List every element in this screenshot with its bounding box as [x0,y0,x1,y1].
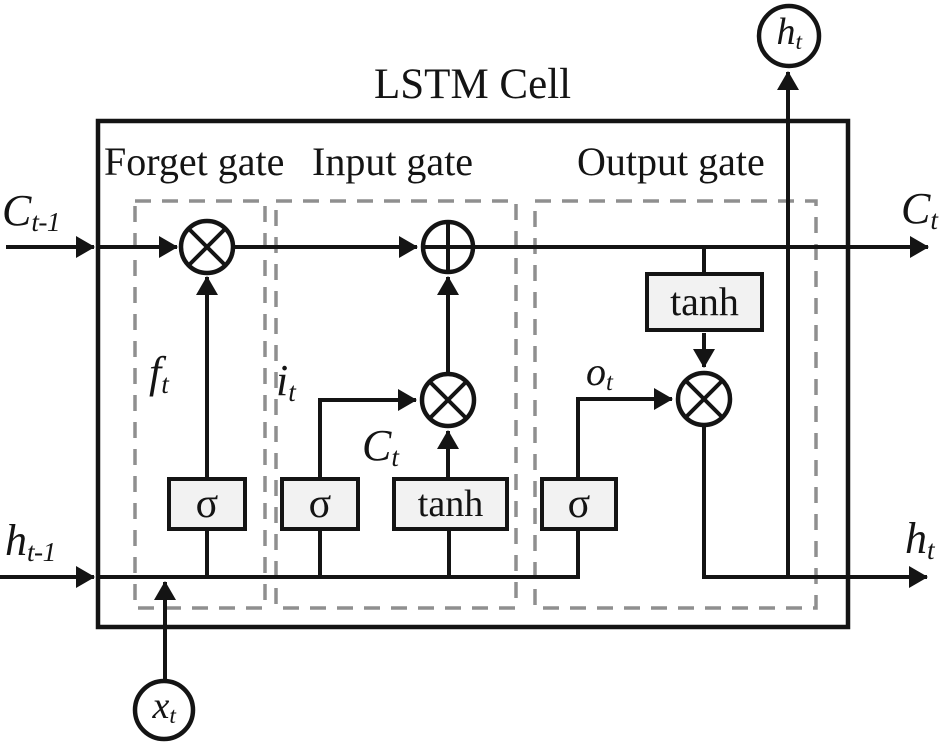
output-tanh-label: tanh [670,279,739,324]
output-signal-arrow [576,388,673,477]
output-sigma-box: σ [540,477,618,531]
forget-gate-label: Forget gate [104,139,285,184]
input-signal-label: it [276,356,296,407]
input-gate-label: Input gate [312,139,474,184]
input-signal-arrow [318,389,417,477]
cell-state-out-label: Ct [901,184,938,235]
output-gate-dashed-box [533,199,818,610]
hidden-out-label: ht [905,514,935,565]
hidden-out-line [702,426,928,588]
hidden-in-label: ht-1 [5,516,56,567]
hidden-top-label: ht [776,11,802,56]
input-x-label: xt [152,685,176,730]
forget-signal-label: ft [149,348,169,399]
output-signal-label: ot [586,349,613,397]
input-gate-dashed-box [274,199,518,610]
input-multiply-node [419,371,477,429]
input-tanh-box: tanh [392,477,509,531]
input-tanh-label: tanh [417,483,484,525]
forget-sigma-label: σ [195,481,219,527]
forget-multiply-node [178,218,236,276]
input-x-circle [132,678,196,742]
input-sigma-label: σ [308,481,332,527]
output-multiply-node [675,370,733,428]
candidate-cell-label: Ct [362,421,399,472]
cell-border-box [95,118,851,630]
output-sigma-label: σ [567,481,591,527]
output-gate-label: Output gate [577,139,765,184]
cell-state-in-label: Ct-1 [2,186,61,237]
forget-sigma-box: σ [167,477,247,531]
input-sigma-box: σ [280,477,360,531]
diagram-title: LSTM Cell [374,61,572,108]
forget-gate-dashed-box [133,199,267,610]
add-node [420,219,476,275]
hidden-top-circle [756,3,822,69]
output-tanh-box: tanh [645,272,764,332]
